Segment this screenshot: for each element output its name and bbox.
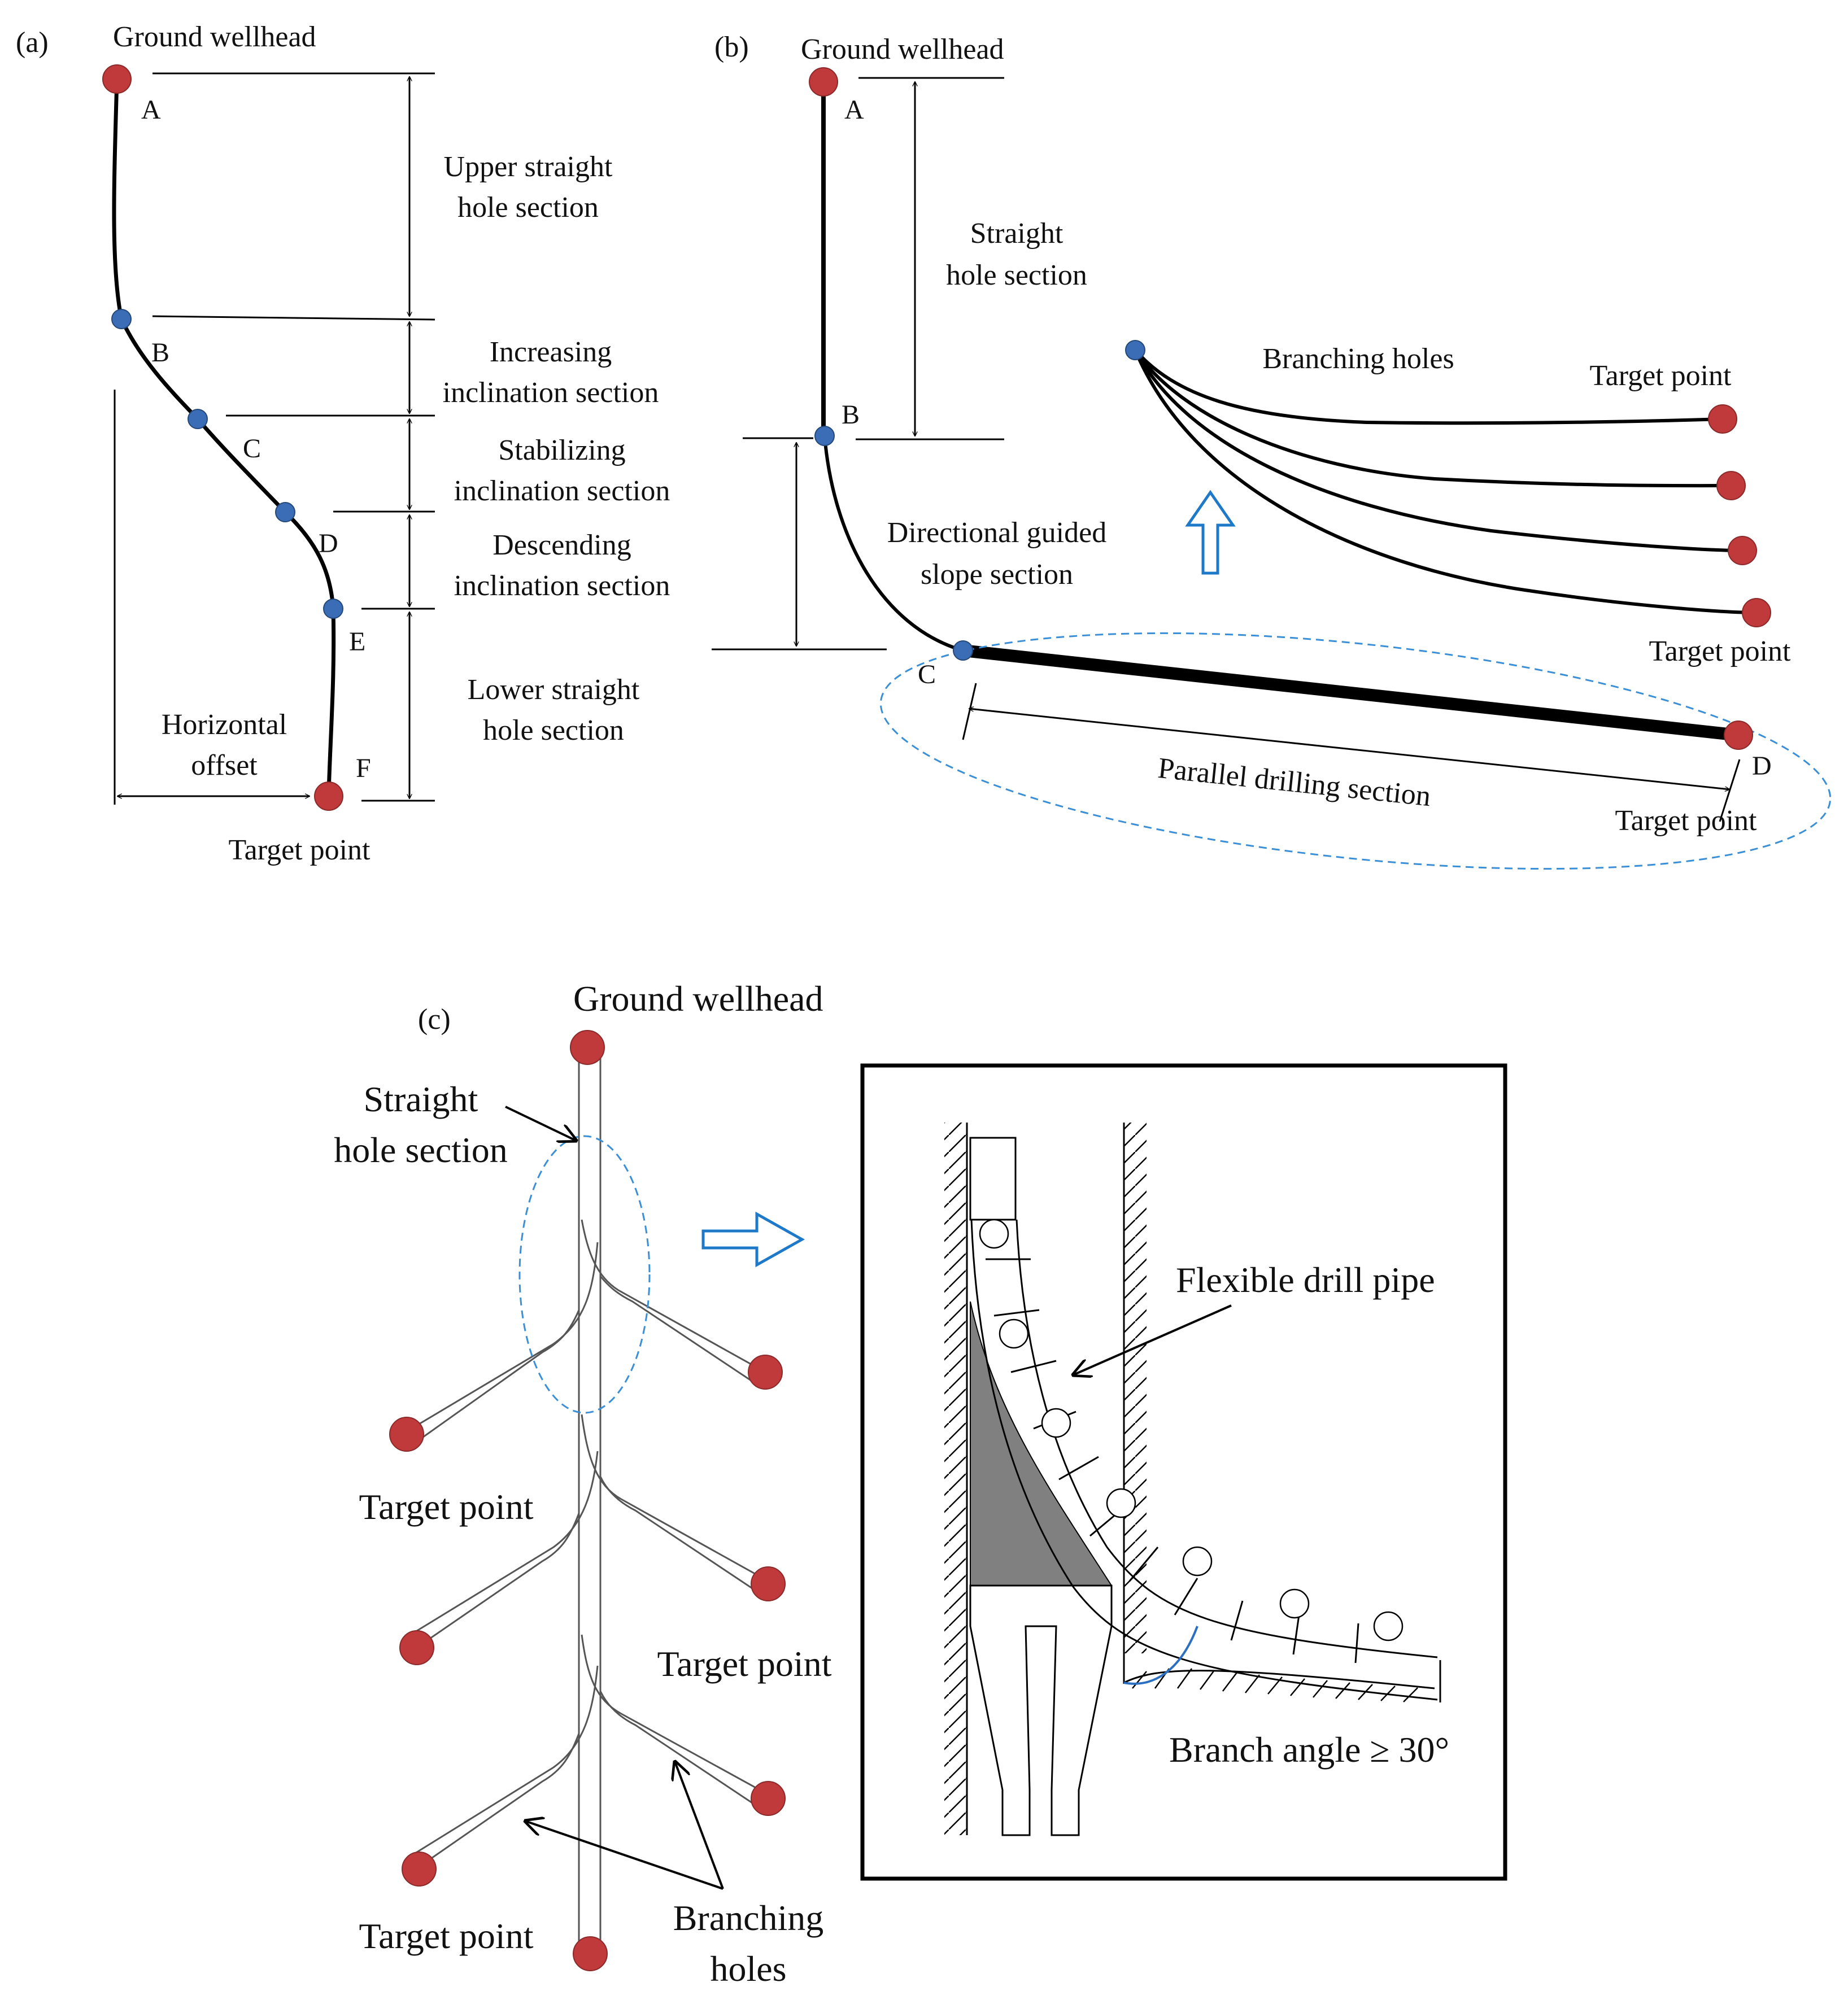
panel-a-point-label-d: D bbox=[319, 529, 338, 558]
panel-c-highlight-ellipse bbox=[518, 1135, 651, 1414]
panel-b-parallel-section bbox=[962, 644, 1740, 741]
panel-a-wellhead-label: Ground wellhead bbox=[113, 21, 316, 53]
panel-b-directional-slope bbox=[823, 435, 964, 652]
flexible-pipe-pointer-arrow bbox=[1073, 1304, 1232, 1375]
panel-c-straight-label-1: Straight bbox=[364, 1079, 478, 1119]
panel-b-directional-label-2: slope section bbox=[921, 558, 1073, 591]
panel-b-point-b-icon bbox=[814, 426, 835, 446]
panel-c-target-point-icon bbox=[402, 1852, 437, 1887]
panel-a-wellhead-point-icon bbox=[102, 64, 132, 94]
panel-b-up-arrow-icon bbox=[1185, 490, 1236, 575]
panel-a-point-label-f: F bbox=[356, 753, 371, 783]
branch-angle-arc bbox=[1123, 1626, 1198, 1685]
panel-c-main-well bbox=[578, 1047, 602, 1947]
panel-b-point-label-a: A bbox=[844, 95, 864, 125]
panel-a: (a) Ground wellhead bbox=[16, 21, 670, 866]
panel-b-reference-lines bbox=[712, 77, 1741, 822]
panel-a-trajectory bbox=[112, 78, 336, 794]
panel-b-target-bottom-label: Target point bbox=[1615, 805, 1757, 837]
panel-c-branches bbox=[406, 1219, 769, 1868]
panel-c-pointer-arrows bbox=[505, 1106, 724, 1890]
panel-b-branch-target-2-icon bbox=[1716, 471, 1746, 500]
panel-b-branching-label: Branching holes bbox=[1262, 343, 1454, 375]
panel-a-horizontal-offset-label-1: Horizontal bbox=[162, 709, 287, 741]
panel-a-point-b-icon bbox=[111, 309, 132, 329]
detail-box: Flexible drill pipe Branch angle ≥ 30° bbox=[860, 1063, 1507, 1881]
panel-a-target-label: Target point bbox=[228, 834, 371, 866]
panel-b-branch-origin-icon bbox=[1125, 340, 1145, 360]
panel-a-lower-straight-label-2: hole section bbox=[483, 714, 624, 746]
panel-c-target-point-icon bbox=[399, 1630, 434, 1665]
panel-b-branch-target-1-icon bbox=[1708, 404, 1737, 434]
panel-a-horizontal-offset-label-2: offset bbox=[191, 749, 258, 781]
panel-c-target-point-icon bbox=[751, 1566, 786, 1601]
pipe-joints bbox=[979, 1219, 1404, 1641]
panel-b-point-label-b: B bbox=[842, 400, 860, 430]
panel-a-point-e-icon bbox=[323, 599, 343, 619]
panel-b-tag: (b) bbox=[714, 31, 749, 63]
panel-a-point-d-icon bbox=[275, 502, 295, 522]
panel-b-point-label-d: D bbox=[1752, 751, 1772, 781]
panel-b-directional-label-1: Directional guided bbox=[887, 517, 1106, 549]
panel-a-stabilizing-label-1: Stabilizing bbox=[498, 434, 625, 466]
panel-a-descending-label-1: Descending bbox=[492, 529, 631, 561]
panel-b-wellhead-label: Ground wellhead bbox=[801, 33, 1004, 66]
panel-c-branching-label-1: Branching bbox=[673, 1898, 824, 1938]
panel-b-target-top-label: Target point bbox=[1589, 360, 1732, 392]
panel-b-parallel-label: Parallel drilling section bbox=[1156, 752, 1432, 813]
panel-a-dimension-arrows bbox=[117, 77, 409, 798]
panel-b-highlight-ellipse bbox=[879, 632, 1832, 870]
panel-a-reference-lines bbox=[114, 72, 435, 805]
panel-c-bottom-point-icon bbox=[573, 1936, 608, 1971]
panel-c-target-point-icon bbox=[751, 1781, 786, 1816]
panel-c-target-label-3: Target point bbox=[359, 1916, 534, 1956]
panel-b: (b) Ground wellhead bbox=[712, 31, 1832, 870]
panel-b-straight-label-1: Straight bbox=[970, 217, 1064, 250]
panel-c-target-label-2: Target point bbox=[657, 1644, 832, 1684]
panel-c-right-arrow-icon bbox=[701, 1211, 805, 1268]
panel-a-upper-straight-label-2: hole section bbox=[457, 191, 599, 224]
whipstock-wedge bbox=[970, 1301, 1113, 1586]
panel-c: (c) Ground wellhead bbox=[334, 979, 831, 1989]
panel-c-tag: (c) bbox=[418, 1003, 451, 1036]
panel-b-point-label-c: C bbox=[918, 660, 936, 689]
panel-a-descending-label-2: inclination section bbox=[454, 570, 670, 602]
panel-a-point-label-e: E bbox=[349, 627, 365, 657]
panel-b-point-d-icon bbox=[1724, 721, 1753, 750]
panel-a-increasing-label-2: inclination section bbox=[443, 377, 659, 409]
panel-a-point-label-b: B bbox=[151, 338, 169, 368]
panel-a-tag: (a) bbox=[16, 27, 49, 59]
left-wall-hatch bbox=[944, 1123, 967, 1835]
panel-c-straight-label-2: hole section bbox=[334, 1130, 507, 1170]
panel-c-target-point-icon bbox=[389, 1417, 424, 1452]
panel-a-upper-straight-label-1: Upper straight bbox=[444, 151, 613, 183]
panel-b-point-c-icon bbox=[953, 640, 973, 661]
panel-a-point-c-icon bbox=[188, 409, 208, 429]
panel-a-point-label-a: A bbox=[141, 95, 161, 125]
panel-c-wellhead-label: Ground wellhead bbox=[573, 979, 823, 1019]
panel-c-target-point-icon bbox=[748, 1355, 783, 1390]
panel-b-branch-target-3-icon bbox=[1728, 536, 1757, 565]
flexible-drill-pipe bbox=[969, 1137, 1441, 1702]
panel-b-straight-label-2: hole section bbox=[946, 259, 1087, 291]
panel-b-branch-target-4-icon bbox=[1742, 598, 1771, 627]
panel-c-target-label-1: Target point bbox=[359, 1487, 534, 1527]
flexible-pipe-label: Flexible drill pipe bbox=[1176, 1260, 1435, 1300]
right-wall-line bbox=[1123, 1123, 1435, 1689]
panel-b-dimension-arrows bbox=[796, 82, 1729, 789]
panel-c-wellhead-point-icon bbox=[570, 1030, 605, 1065]
packer-body bbox=[969, 1584, 1113, 1836]
panel-a-stabilizing-label-2: inclination section bbox=[454, 475, 670, 507]
panel-b-branching-holes bbox=[1134, 349, 1757, 614]
panel-a-increasing-label-1: Increasing bbox=[490, 336, 612, 368]
branch-angle-label: Branch angle ≥ 30° bbox=[1169, 1730, 1449, 1770]
panel-b-wellhead-point-icon bbox=[809, 67, 838, 97]
panel-a-target-point-icon bbox=[314, 781, 343, 811]
panel-a-point-label-c: C bbox=[243, 434, 261, 464]
panel-c-branching-label-2: holes bbox=[710, 1949, 786, 1989]
panel-b-target-mid-label: Target point bbox=[1649, 635, 1791, 667]
panel-a-lower-straight-label-1: Lower straight bbox=[468, 674, 640, 706]
